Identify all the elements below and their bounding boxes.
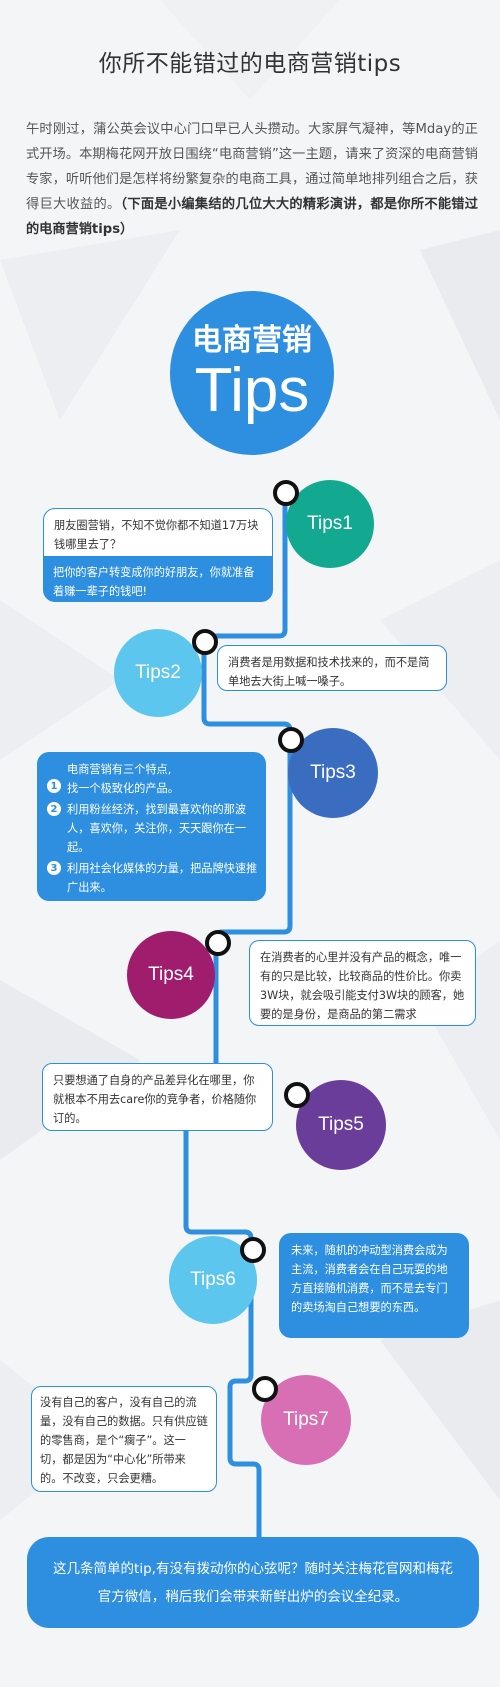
tip5-circle: Tips5 (296, 1080, 386, 1170)
tip3-box: 电商营销有三个特点, 1 找一个极致化的产品。 2 利用粉丝经济，找到最喜欢你的… (37, 752, 266, 901)
node-dot (278, 727, 304, 753)
tip3-item-text: 找一个极致化的产品。 (67, 782, 179, 795)
node-dot (252, 1376, 278, 1402)
tip1-question-box: 朋友圈营销，不知不觉你都不知道17万块钱哪里去了？ (43, 508, 273, 562)
tip3-heading: 电商营销有三个特点, (67, 763, 172, 776)
tip3-item: 3 利用社会化媒体的力量，把品牌快速推广出来。 (47, 859, 258, 897)
tip3-item: 2 利用粉丝经济，找到最喜欢你的那波人，喜欢你，关注你，天天跟你在一起。 (47, 800, 258, 857)
tip4-box: 在消费者的心里并没有产品的概念，唯一有的只是比较，比较商品的性价比。你卖3W块，… (249, 940, 476, 1026)
footer-banner: 这几条简单的tip,有没有拨动你的心弦呢？随时关注梅花官网和梅花官方微信，稍后我… (27, 1537, 479, 1628)
intro-bold-text: （下面是小编集结的几位大大的精彩演讲，都是你所不能错过的电商营销tips） (26, 197, 478, 237)
page-title: 你所不能错过的电商营销tips (98, 51, 402, 77)
number-badge: 3 (47, 861, 61, 875)
hero-circle: 电商营销 Tips (170, 291, 334, 455)
tip3-item-text: 利用粉丝经济，找到最喜欢你的那波人，喜欢你，关注你，天天跟你在一起。 (67, 803, 247, 854)
tip7-box: 没有自己的客户，没有自己的流量，没有自己的数据。只有供应链的零售商，是个“瘸子”… (31, 1386, 217, 1492)
intro-text: 午时刚过，蒲公英会议中心门口早已人头攒动。大家屏气凝神，等Mday的正式开场。本… (26, 122, 478, 212)
node-dot (240, 1237, 266, 1263)
tip4-circle: Tips4 (127, 931, 215, 1019)
node-dot (273, 480, 299, 506)
number-badge: 2 (47, 802, 61, 816)
tip2-circle: Tips2 (114, 629, 202, 717)
node-dot (205, 930, 231, 956)
tip3-item: 1 找一个极致化的产品。 (47, 779, 258, 798)
tip5-box: 只要想通了自身的产品差异化在哪里，你就根本不用去care你的竞争者，价格随你订的… (42, 1063, 273, 1131)
tip1-circle: Tips1 (286, 480, 374, 568)
tip6-box: 未来，随机的冲动型消费会成为主流，消费者会在自己玩耍的地方直接随机消费，而不是去… (279, 1233, 469, 1338)
tip3-item-text: 利用社会化媒体的力量，把品牌快速推广出来。 (67, 862, 258, 894)
intro-paragraph: 午时刚过，蒲公英会议中心门口早已人头攒动。大家屏气凝神，等Mday的正式开场。本… (26, 117, 478, 242)
tip1-answer-box: 把你的客户转变成你的好朋友，你就准备着赚一辈子的钱吧! (43, 556, 273, 602)
node-dot (284, 1082, 310, 1108)
number-badge: 1 (47, 779, 61, 793)
tip2-box: 消费者是用数据和技术找来的，而不是简单地去大街上喊一嗓子。 (217, 645, 447, 691)
hero-title: 电商营销 (192, 323, 312, 358)
hero-subtitle: Tips (194, 356, 310, 425)
node-dot (192, 629, 218, 655)
